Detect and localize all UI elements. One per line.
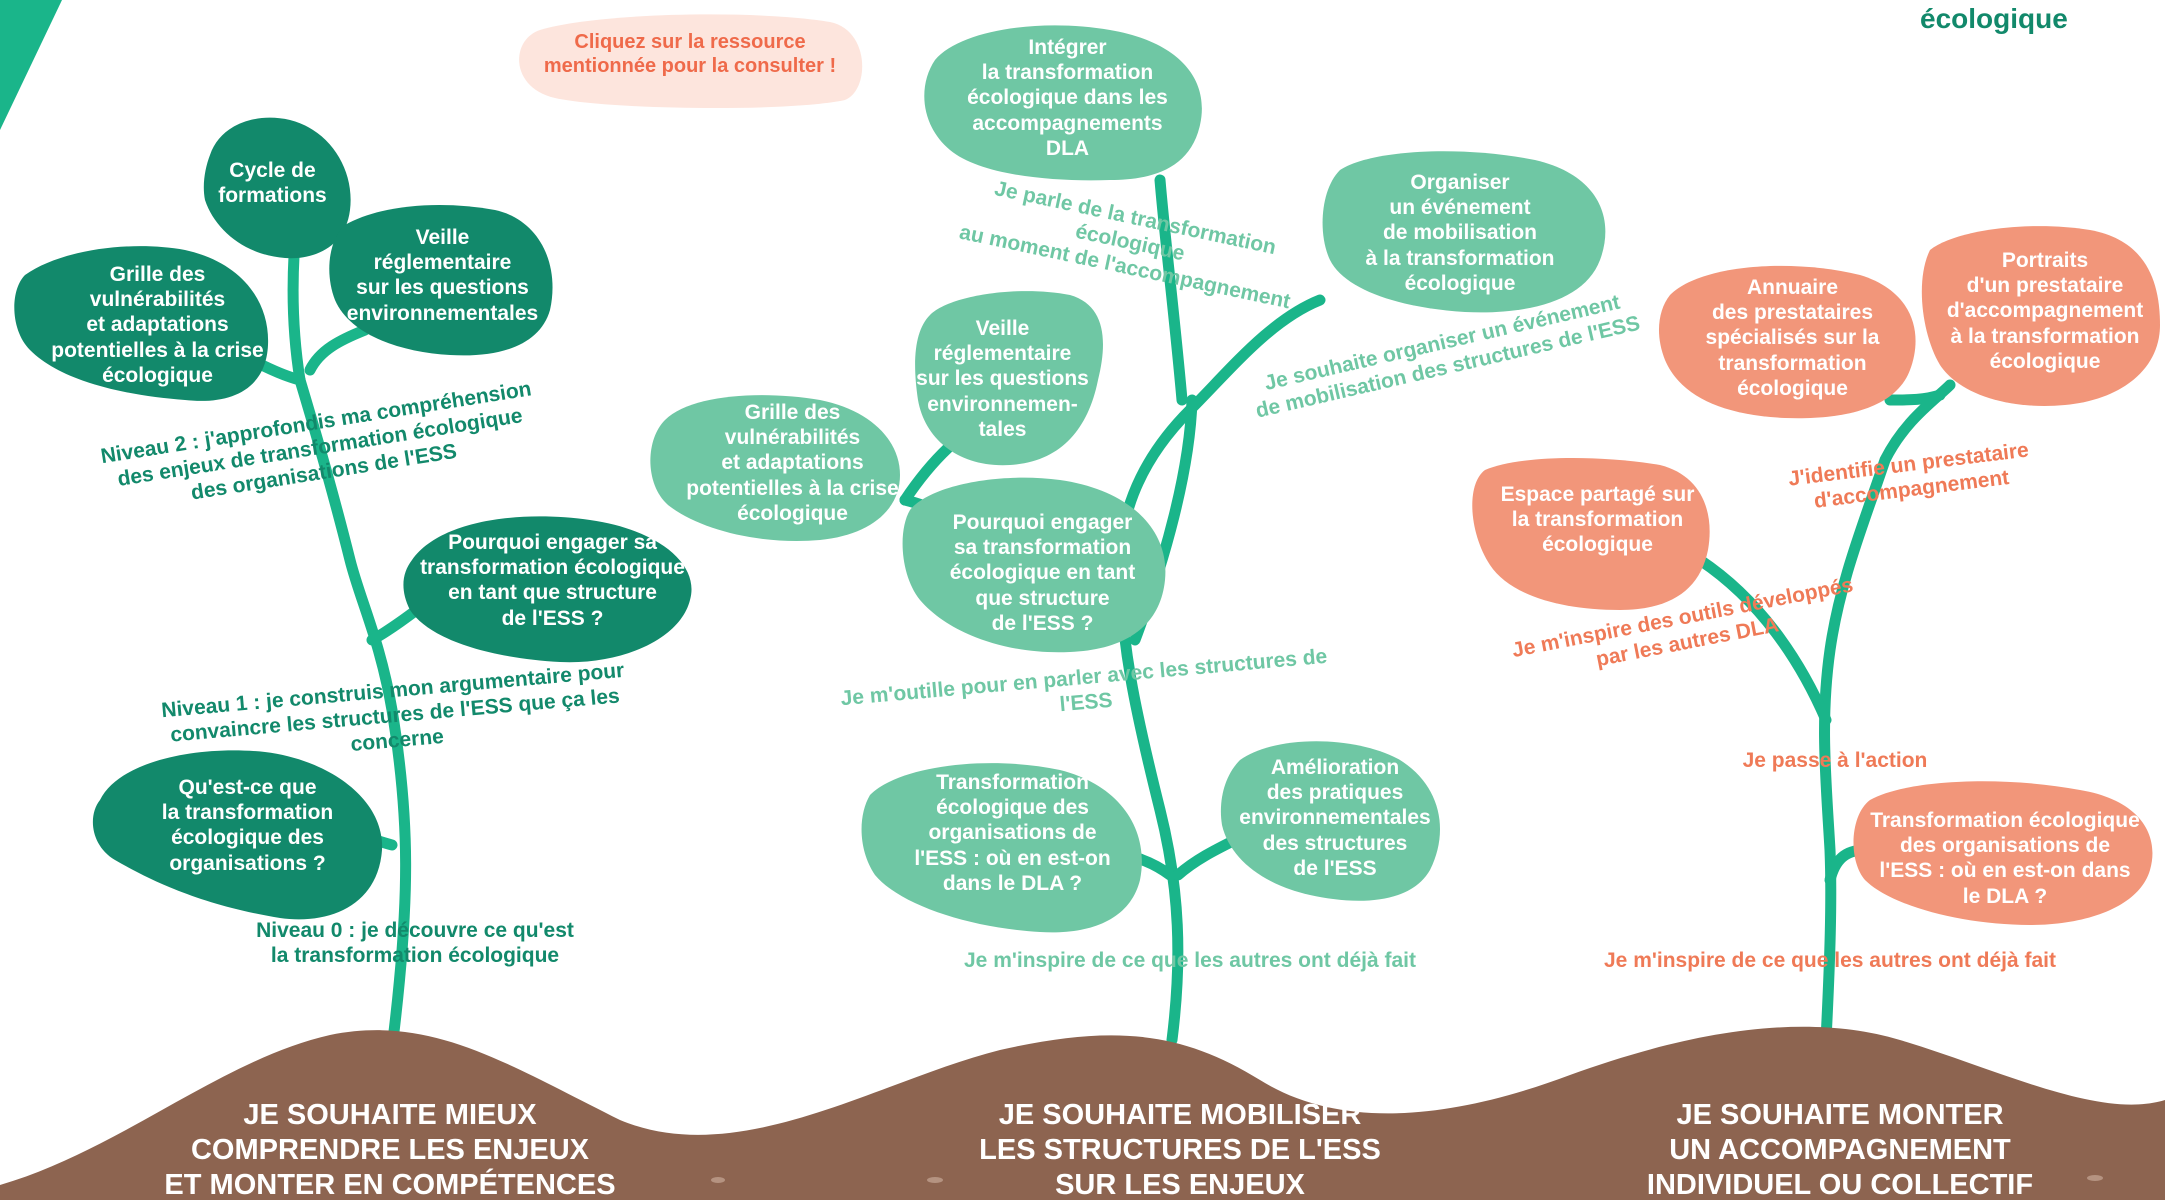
leaf-shape — [1472, 458, 1710, 610]
tree1-leaf-training-cycle[interactable]: Cycle de formations — [218, 159, 327, 208]
tree2-leaf-regulatory-watch[interactable]: Veille réglementaire sur les questions e… — [916, 317, 1089, 441]
tree1-title: JE SOUHAITE MIEUX COMPRENDRE LES ENJEUX … — [164, 1099, 616, 1200]
leaf-shape — [1921, 226, 2160, 406]
tree3-leaf-dla-status[interactable]: Transformation écologique des organisati… — [1870, 809, 2140, 908]
tree1-leaf-why-engage[interactable]: Pourquoi engager sa transformation écolo… — [420, 531, 685, 630]
tree1-leaves — [14, 117, 692, 920]
tree3-leaves — [1472, 226, 2160, 925]
tree1-leaf-vulnerability-grid[interactable]: Grille des vulnérabilités et adaptations… — [51, 263, 264, 387]
leaf-shape — [329, 205, 553, 356]
soil-hills — [0, 1026, 2165, 1200]
corner-triangle-decoration — [0, 0, 62, 130]
leaf-shape — [902, 477, 1166, 653]
soil-pebbles — [711, 1175, 2103, 1183]
hint-bubble — [519, 14, 863, 109]
hint-text: Cliquez sur la ressource mentionnée pour… — [543, 31, 837, 77]
tree1-leaf-what-is-transformation[interactable]: Qu'est-ce que la transformation écologiq… — [161, 776, 334, 875]
leaf-shape — [403, 516, 692, 663]
tree1-level0-label: Niveau 0 : je découvre ce qu'est la tran… — [256, 919, 574, 968]
tree2-leaf-dla-status[interactable]: Transformation écologique des organisati… — [914, 771, 1111, 895]
tree3-label-action: Je passe à l'action — [1742, 749, 1928, 772]
tree2-leaf-why-engage[interactable]: Pourquoi engager sa transformation écolo… — [949, 511, 1136, 635]
tree2-leaf-vulnerability-grid[interactable]: Grille des vulnérabilités et adaptations… — [686, 401, 899, 525]
tree2-label-inspire: Je m'inspire de ce que les autres ont dé… — [964, 949, 1416, 972]
tree3-leaf-provider-directory[interactable]: Annuaire des prestataires spécialisés su… — [1705, 276, 1880, 400]
leaf-shape — [861, 763, 1142, 933]
leaf-shape — [924, 25, 1202, 181]
tree2-leaf-organize-event[interactable]: Organiser un événement de mobilisation à… — [1365, 171, 1555, 295]
leaf-shape — [1322, 151, 1606, 313]
tree2-leaf-integrate-dla[interactable]: Intégrer la transformation écologique da… — [967, 36, 1168, 160]
tree1-leaf-regulatory-watch[interactable]: Veille réglementaire sur les questions e… — [346, 226, 539, 325]
leaf-shape — [1220, 741, 1440, 901]
leaf-shape — [203, 117, 351, 259]
tree2-leaves — [650, 25, 1606, 933]
tree3-title: JE SOUHAITE MONTER UN ACCOMPAGNEMENT IND… — [1646, 1099, 2034, 1200]
leaf-shape — [650, 395, 900, 541]
corner-title-word: écologique — [1920, 3, 2068, 34]
leaf-shape — [915, 291, 1103, 466]
tree3-label-inspire: Je m'inspire de ce que les autres ont dé… — [1604, 949, 2056, 972]
leaf-shape — [1853, 781, 2153, 925]
tree3-leaf-provider-portraits[interactable]: Portraits d'un prestataire d'accompagnem… — [1946, 249, 2144, 373]
tree3-leaf-shared-space[interactable]: Espace partagé sur la transformation éco… — [1500, 483, 1695, 557]
tree2-title: JE SOUHAITE MOBILISER LES STRUCTURES DE … — [979, 1099, 1381, 1200]
leaf-shape — [1658, 265, 1916, 419]
tree2-leaf-environmental-practices[interactable]: Amélioration des pratiques environnement… — [1239, 756, 1431, 880]
leaf-shape — [14, 246, 269, 401]
leaf-shape — [92, 750, 383, 920]
